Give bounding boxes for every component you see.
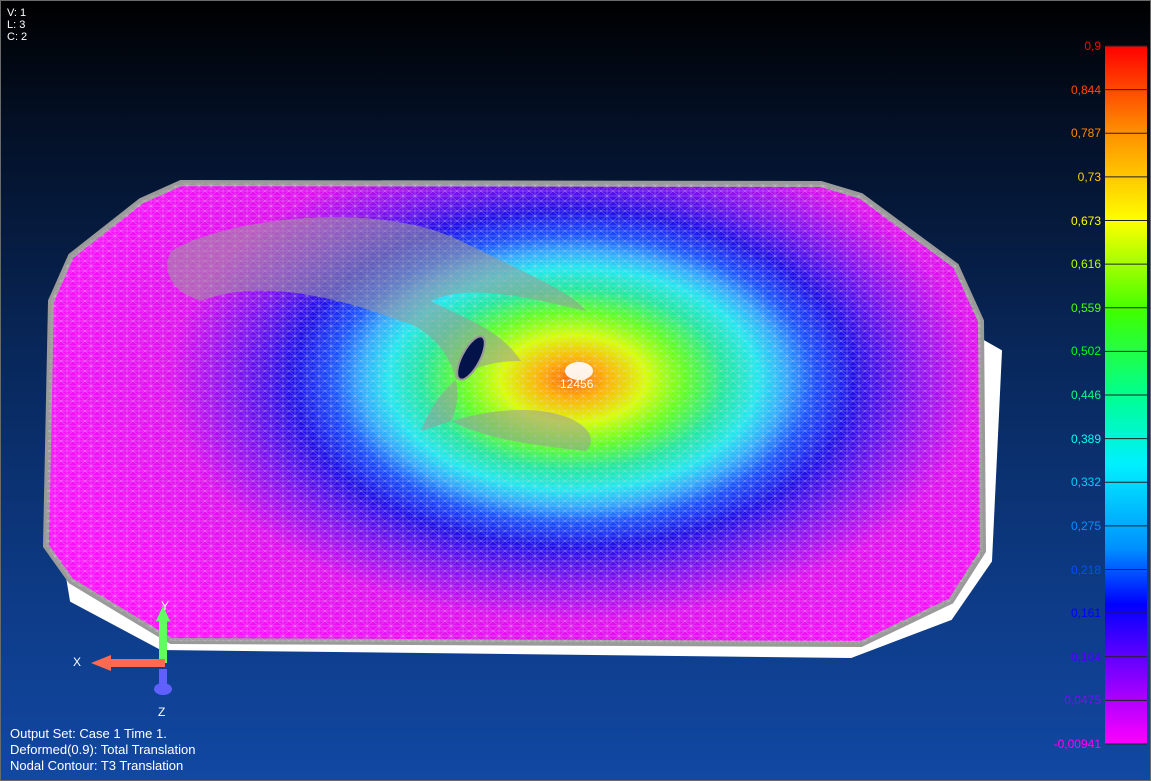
legend-label: 0,844: [1070, 82, 1101, 97]
legend-label: 0,0475: [1064, 693, 1101, 708]
contour-count: C: 2: [7, 31, 28, 43]
y-axis-arrow: [159, 617, 167, 663]
legend-label: 0,275: [1070, 518, 1101, 533]
legend-ticks: [1105, 45, 1147, 745]
legend-labels: 0,9 0,844 0,787 0,73 0,673 0,616 0,559 0,502 0,4…: [1021, 1, 1101, 780]
x-axis-label: X: [73, 655, 82, 669]
node-id-label: 12456: [560, 377, 594, 391]
fold-opening: [456, 335, 486, 381]
legend-label: 0,673: [1070, 213, 1101, 228]
legend-label: 0,9: [1084, 39, 1101, 53]
legend-label: 0,161: [1070, 606, 1101, 621]
node-marker: [565, 362, 593, 380]
y-axis-label: Y: [161, 599, 170, 613]
view-number: V: 1: [7, 7, 27, 19]
label-count: L: 3: [7, 19, 26, 31]
legend-label: -0,00941: [1053, 737, 1101, 751]
output-info: Output Set: Case 1 Time 1. Deformed(0.9)…: [10, 726, 195, 774]
legend-label: 0,104: [1070, 649, 1101, 664]
legend-label: 0,73: [1077, 169, 1101, 184]
legend-label: 0,446: [1070, 388, 1101, 402]
legend-label: 0,616: [1070, 257, 1101, 272]
legend-label: 0,559: [1070, 300, 1101, 315]
legend-label: 0,787: [1070, 126, 1101, 141]
deformation-fold: [167, 217, 591, 451]
legend-label: 0,332: [1070, 475, 1101, 490]
z-axis-label: Z: [158, 705, 166, 719]
legend-label: 0,389: [1070, 431, 1101, 446]
legend-label: 0,218: [1070, 562, 1101, 577]
coordinate-triad: [91, 606, 172, 695]
contour-text: Nodal Contour: T3 Translation: [10, 758, 184, 773]
output-set-text: Output Set: Case 1 Time 1.: [10, 726, 167, 741]
x-axis-arrow: [109, 659, 165, 667]
view-info: V: 1 L: 3 C: 2: [7, 7, 27, 43]
legend-label: 0,502: [1070, 344, 1101, 359]
deformed-text: Deformed(0.9): Total Translation: [10, 742, 196, 757]
